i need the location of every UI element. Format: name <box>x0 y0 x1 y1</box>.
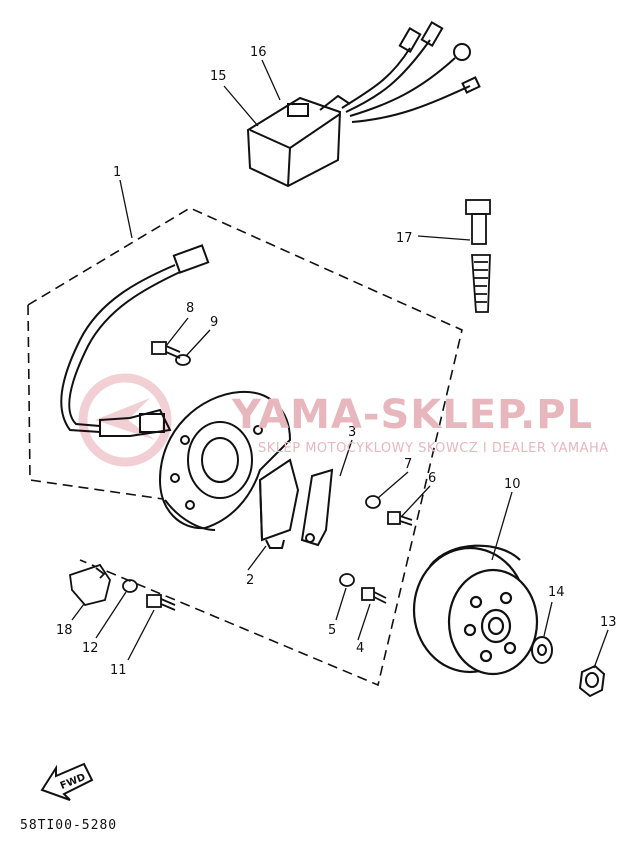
part-label-13: 13 <box>600 615 617 630</box>
fwd-arrow: FWD <box>40 762 94 801</box>
watermark-logo <box>78 373 172 467</box>
band-drawing <box>465 199 491 313</box>
assembly-boundary-inner <box>27 304 171 501</box>
part-label-5: 5 <box>328 623 336 638</box>
rotor-drawing <box>412 544 539 676</box>
part-label-17: 17 <box>396 231 413 246</box>
document-code: 58TI00-5280 <box>20 818 118 833</box>
assembly-boundary-dashed <box>27 207 463 687</box>
part-label-10: 10 <box>504 477 521 492</box>
part-label-1: 1 <box>113 165 121 180</box>
part-label-12: 12 <box>82 641 99 656</box>
clamp-drawing <box>300 468 334 547</box>
hardware-drawing <box>69 341 413 611</box>
part-label-15: 15 <box>210 69 227 84</box>
part-label-4: 4 <box>356 641 364 656</box>
part-label-14: 14 <box>548 585 565 600</box>
part-label-16: 16 <box>250 45 267 60</box>
watermark-brand: YAMA-SKLEP.PL <box>232 392 594 438</box>
part-label-18: 18 <box>56 623 73 638</box>
part-label-9: 9 <box>210 315 218 330</box>
part-labels: 1 2 3 4 5 6 7 8 9 10 11 12 13 14 15 16 1… <box>56 45 617 678</box>
part-label-3: 3 <box>348 425 356 440</box>
stator-plate-drawing <box>158 390 292 531</box>
leader-lines <box>71 59 609 669</box>
pickup-coil-drawing <box>258 458 300 549</box>
watermark-tagline: SKLEP MOTOCYKLOWY SKOWCZ I DEALER YAMAHA <box>258 441 609 456</box>
flywheel-hardware-drawing <box>531 636 606 698</box>
stator-lead-drawing <box>60 244 210 437</box>
part-label-2: 2 <box>246 573 254 588</box>
part-label-6: 6 <box>428 471 436 486</box>
cdi-unit-drawing <box>246 20 481 188</box>
part-label-8: 8 <box>186 301 194 316</box>
part-label-7: 7 <box>404 457 412 472</box>
part-label-11: 11 <box>110 663 127 678</box>
